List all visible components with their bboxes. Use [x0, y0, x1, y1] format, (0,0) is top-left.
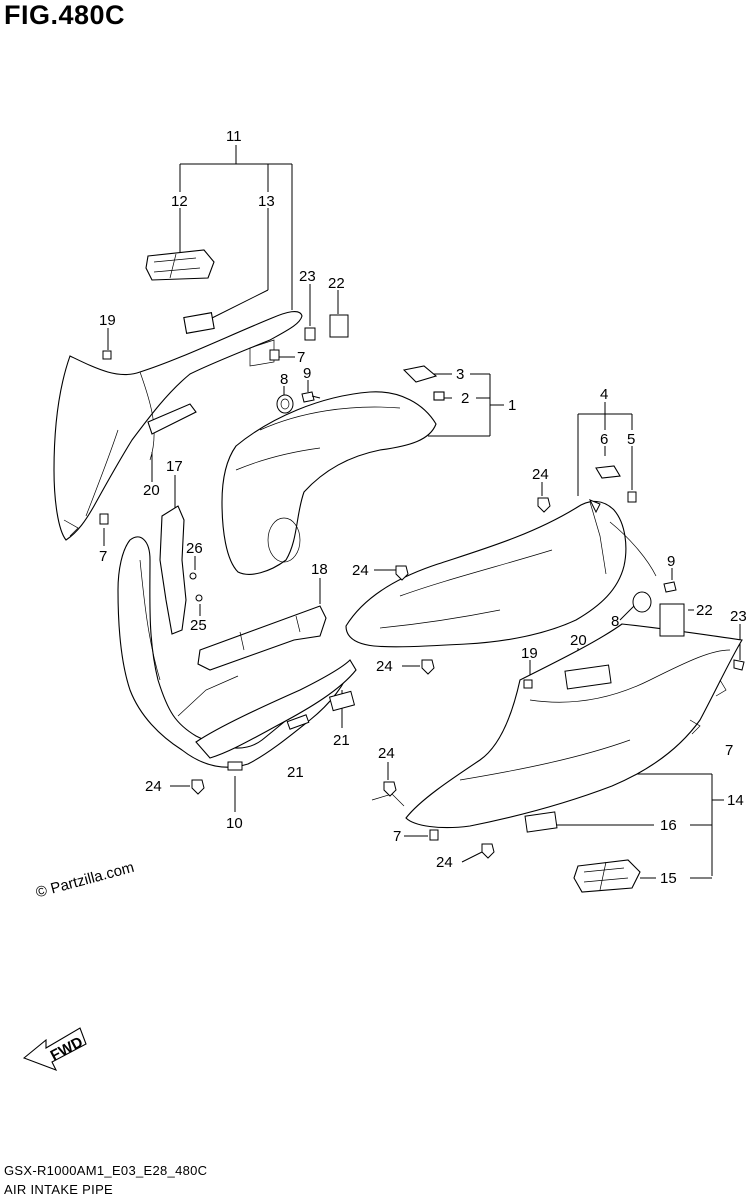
callout-3: 3 — [456, 366, 464, 383]
callout-numbers: 11 12 13 19 23 22 7 8 9 3 2 1 20 17 7 26… — [99, 128, 747, 887]
callout-12: 12 — [171, 193, 188, 210]
callout-13: 13 — [258, 193, 275, 210]
callout-20: 20 — [143, 482, 160, 499]
label-22-top — [329, 314, 349, 338]
bracket-17 — [159, 505, 187, 635]
bolt-9-right — [663, 581, 677, 593]
label-16 — [524, 811, 558, 833]
callout-11: 11 — [226, 128, 242, 145]
callout-19: 19 — [521, 645, 538, 662]
clip-19-top — [102, 350, 112, 360]
decal-15 — [573, 859, 641, 893]
clip-7-left — [99, 513, 109, 525]
callout-16: 16 — [660, 817, 677, 834]
label-22-right — [659, 603, 685, 637]
label-23-top — [304, 327, 316, 341]
model-code: GSX-R1000AM1_E03_E28_480C — [4, 1163, 208, 1178]
upper-left-cowling — [53, 310, 303, 541]
right-upper-cowling — [345, 465, 657, 648]
callout-18: 18 — [311, 561, 328, 578]
label-5 — [627, 491, 637, 503]
right-lower-cowling-14 — [371, 623, 743, 833]
section-name: AIR INTAKE PIPE — [4, 1182, 114, 1197]
callout-23: 23 — [299, 268, 316, 285]
grommet-8-right — [632, 591, 652, 613]
label-20b-strip — [564, 664, 612, 690]
callout-8: 8 — [611, 613, 619, 630]
label-13 — [183, 312, 215, 334]
callout-9: 9 — [667, 553, 675, 570]
callout-25: 25 — [190, 617, 207, 634]
callout-24: 24 — [378, 745, 395, 762]
callout-7: 7 — [297, 349, 305, 366]
callout-24: 24 — [532, 466, 549, 483]
clip-10 — [227, 761, 243, 771]
callout-5: 5 — [627, 431, 635, 448]
callout-24: 24 — [436, 854, 453, 871]
fwd-arrow-icon: FWD — [22, 1027, 87, 1072]
callout-10: 10 — [226, 815, 243, 832]
decal-12 — [145, 249, 215, 281]
callout-26: 26 — [186, 540, 203, 557]
callout-19: 19 — [99, 312, 116, 329]
callout-21: 21 — [287, 764, 304, 781]
label-6 — [595, 465, 621, 479]
callout-24: 24 — [352, 562, 369, 579]
air-intake-pipe-1 — [221, 365, 445, 575]
callout-7: 7 — [99, 548, 107, 565]
callout-7: 7 — [393, 828, 401, 845]
clip-19-right — [523, 679, 533, 689]
callout-8: 8 — [280, 371, 288, 388]
callout-4: 4 — [600, 386, 608, 403]
callout-24: 24 — [145, 778, 162, 795]
grommet-8-top — [276, 394, 294, 414]
callout-21: 21 — [333, 732, 350, 749]
callout-7: 7 — [725, 742, 733, 759]
clip-7-top — [269, 349, 280, 361]
callout-20: 20 — [570, 632, 587, 649]
callout-24: 24 — [376, 658, 393, 675]
callout-9: 9 — [303, 365, 311, 382]
callout-22: 22 — [328, 275, 345, 292]
label-21a-strip — [286, 714, 310, 730]
label-23-right — [733, 659, 745, 671]
bracket-18 — [197, 605, 327, 671]
label-2 — [433, 391, 445, 401]
label-21b-strip — [328, 690, 356, 712]
bolt-9-top — [301, 391, 321, 403]
bracket-10 — [195, 659, 357, 759]
fasteners-24 — [191, 497, 551, 859]
callout-23: 23 — [730, 608, 747, 625]
label-20a-strip — [147, 403, 197, 435]
callout-17: 17 — [166, 458, 183, 475]
callout-14: 14 — [727, 792, 744, 809]
figure-title: FIG.480C — [4, 0, 126, 30]
bolt-26 — [189, 572, 197, 580]
callout-6: 6 — [600, 431, 608, 448]
callout-15: 15 — [660, 870, 677, 887]
parts-artwork: FWD — [22, 249, 745, 1072]
callout-1: 1 — [508, 397, 516, 414]
clip-7-bottom — [429, 829, 439, 841]
label-3 — [402, 365, 438, 383]
callout-2: 2 — [461, 390, 469, 407]
callout-22: 22 — [696, 602, 713, 619]
bolt-25 — [195, 594, 203, 602]
